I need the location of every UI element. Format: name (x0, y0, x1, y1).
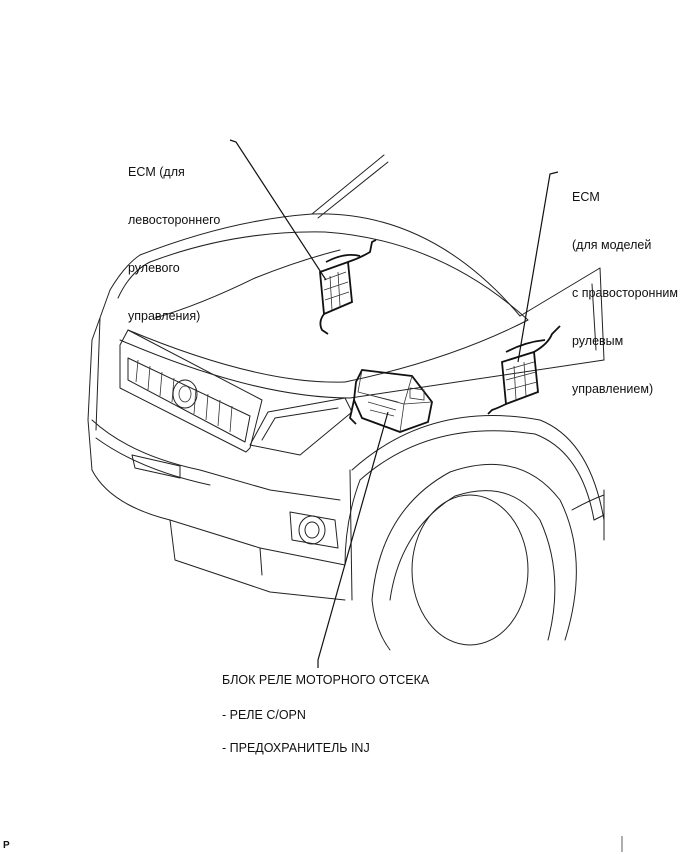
vehicle-body-outline (87, 154, 605, 651)
ecm-left-line-3: рулевого (128, 261, 180, 275)
leader-lines (229, 139, 559, 668)
relay-block-item-inj: - ПРЕДОХРАНИТЕЛЬ INJ (222, 741, 370, 755)
ecm-right-leader (517, 171, 559, 363)
ecm-left-leader (229, 139, 327, 281)
ecm-right-line-2: (для моделей (572, 238, 652, 252)
ecm-left-line-2: левостороннего (128, 213, 221, 227)
engine-room-relay-block (349, 369, 433, 433)
relay-block-leader (317, 411, 389, 668)
grille (119, 329, 263, 453)
ecm-right-line-5: управлением) (572, 382, 654, 396)
ecm-left-line-4: управления) (128, 309, 201, 323)
ecm-right-line-1: ECM (572, 190, 600, 204)
ecm-left-component (319, 239, 377, 335)
ecm-right-component (487, 325, 561, 415)
corner-mark: P (3, 840, 10, 851)
relay-block-item-copn: - РЕЛЕ C/OPN (222, 708, 306, 722)
ecm-right-label: ECM (для моделей с правосторонним рулевы… (572, 157, 678, 413)
ecm-right-line-3: с правосторонним (572, 286, 678, 300)
relay-block-title: БЛОК РЕЛЕ МОТОРНОГО ОТСЕКА (222, 673, 430, 687)
ecm-left-line-1: ECM (для (128, 165, 185, 179)
ecm-left-label: ECM (для левостороннего рулевого управле… (128, 132, 220, 340)
ecm-right-line-4: рулевым (572, 334, 624, 348)
